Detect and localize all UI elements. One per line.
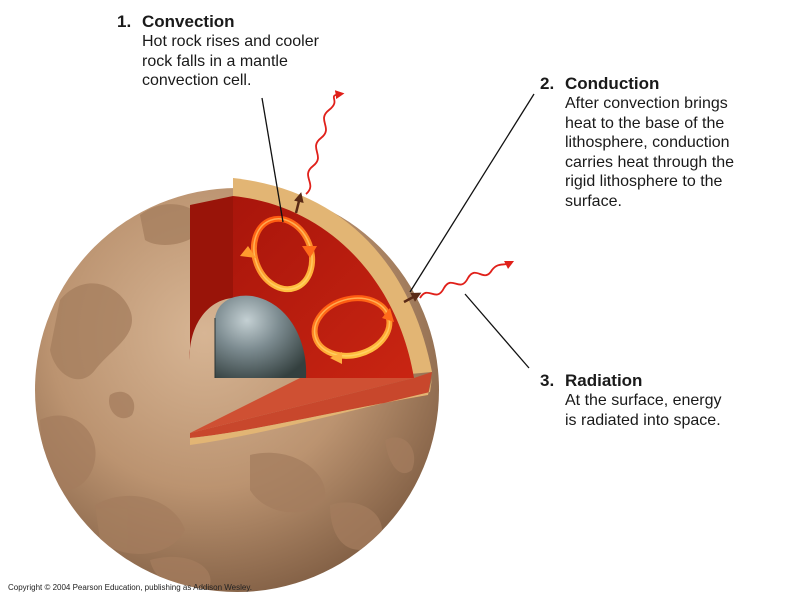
lithosphere-rim — [190, 378, 432, 445]
conduction-arrow-icon — [403, 292, 422, 304]
label-radiation: 3. Radiation At the surface, energy is r… — [540, 371, 722, 430]
label-description: Hot rock rises and cooler rock falls in … — [142, 32, 319, 91]
label-line: carries heat through the — [565, 153, 734, 171]
label-line: is radiated into space. — [565, 411, 721, 429]
conduction-arrows — [293, 192, 422, 304]
label-line: rock falls in a mantle — [142, 52, 288, 70]
label-line: rigid lithosphere to the — [565, 173, 723, 190]
label-line: After convection brings — [565, 95, 728, 112]
label-conduction: 2. Conduction After convection brings he… — [540, 74, 734, 211]
convection-cell-lower — [311, 295, 394, 364]
convection-arrowhead-icon — [382, 308, 394, 322]
mantle-floor — [190, 372, 432, 438]
label-line: At the surface, energy — [565, 392, 722, 409]
label-line: Hot rock rises and cooler — [142, 33, 319, 50]
label-title: Conduction — [565, 74, 660, 93]
core — [215, 295, 307, 378]
label-description: After convection brings heat to the base… — [565, 94, 734, 211]
label-number: 1. — [117, 12, 132, 31]
label-number: 3. — [540, 371, 555, 390]
radiation-arrow-icon — [419, 260, 515, 299]
mantle-layer — [233, 196, 414, 378]
label-convection: 1. Convection Hot rock rises and cooler … — [117, 12, 319, 91]
leader-line-convection — [261, 97, 284, 223]
radiation-arrows — [305, 90, 515, 299]
leader-line-radiation — [464, 293, 530, 369]
convection-arrowhead-icon — [302, 246, 317, 258]
label-line: surface. — [565, 192, 622, 210]
cutaway-interior — [189, 178, 432, 445]
mantle-wall — [189, 196, 233, 360]
label-line: convection cell. — [142, 72, 252, 89]
conduction-arrow-icon — [293, 192, 304, 214]
mantle-floor-face — [190, 378, 414, 433]
label-number: 2. — [540, 74, 555, 93]
convection-arrowhead-icon — [330, 352, 342, 364]
label-line: heat to the base of the — [565, 114, 725, 132]
convection-cell-upper — [240, 215, 317, 293]
convection-arrowhead-icon — [240, 246, 256, 258]
copyright-notice: Copyright © 2004 Pearson Education, publ… — [8, 583, 252, 592]
label-line: lithosphere, conduction — [565, 134, 730, 151]
leader-line-conduction — [409, 93, 535, 293]
label-description: At the surface, energy is radiated into … — [565, 391, 722, 430]
leader-lines — [261, 93, 535, 369]
label-title: Convection — [142, 12, 235, 31]
radiation-arrow-icon — [305, 90, 345, 195]
label-title: Radiation — [565, 371, 643, 390]
